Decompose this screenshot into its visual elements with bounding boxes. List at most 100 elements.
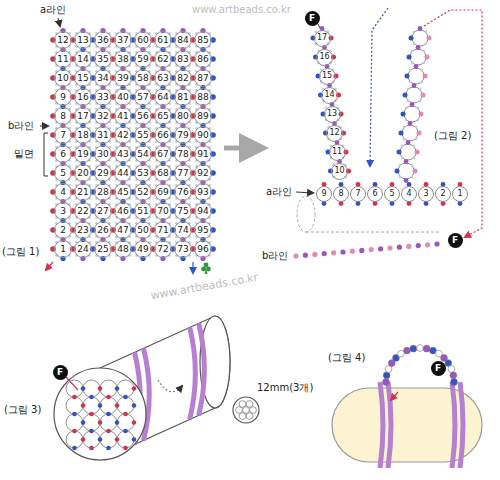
bead xyxy=(128,222,131,225)
bead xyxy=(397,150,402,155)
bead xyxy=(135,197,138,200)
bead-number: 7 xyxy=(60,131,66,140)
line-label: b라인 xyxy=(262,250,288,262)
bead xyxy=(208,216,211,219)
bead xyxy=(168,222,171,225)
bead xyxy=(88,45,91,48)
bead-ring: 17 xyxy=(74,107,92,125)
bead-number: 22 xyxy=(77,207,88,216)
bead xyxy=(403,126,406,129)
bead-ring xyxy=(100,397,117,414)
bead xyxy=(407,88,410,91)
bead xyxy=(68,32,71,35)
bead xyxy=(369,247,374,252)
bead-ring: 53 xyxy=(134,164,152,182)
bead-number: 46 xyxy=(117,207,128,216)
bead xyxy=(208,178,211,181)
bead-ring: 2 xyxy=(435,186,451,202)
bead xyxy=(148,146,151,149)
bead-number: 14 xyxy=(77,55,88,64)
bead-ring: 86 xyxy=(194,50,212,68)
bead-number: 67 xyxy=(157,150,168,159)
bead xyxy=(88,165,91,168)
bead-ring xyxy=(398,163,414,179)
bead xyxy=(95,146,98,149)
bead xyxy=(408,121,413,126)
bead xyxy=(81,403,86,408)
bead-ring xyxy=(408,68,424,84)
bead-ring: 70 xyxy=(154,202,172,220)
bead-ring: 94 xyxy=(194,202,212,220)
bead xyxy=(89,395,94,400)
bead xyxy=(135,159,138,162)
bead-number: 12 xyxy=(57,36,68,45)
bead xyxy=(72,395,77,400)
bead xyxy=(108,235,111,238)
bead xyxy=(108,64,111,67)
bead xyxy=(155,203,158,206)
bead xyxy=(417,107,420,110)
bead xyxy=(135,32,138,35)
bead xyxy=(405,107,408,110)
bead-number: 11 xyxy=(57,55,68,64)
bead xyxy=(208,83,211,86)
bead-ring: 4 xyxy=(401,186,417,202)
bead xyxy=(68,108,71,111)
bead xyxy=(108,159,111,162)
bead xyxy=(155,127,158,130)
bead-ring: 58 xyxy=(134,69,152,87)
bead xyxy=(410,345,417,352)
bead xyxy=(320,69,323,72)
bead xyxy=(188,197,191,200)
bead xyxy=(208,89,211,92)
bead xyxy=(415,138,418,141)
bead xyxy=(168,89,171,92)
bead xyxy=(128,89,131,92)
bead xyxy=(128,184,131,187)
bead xyxy=(148,64,151,67)
bead xyxy=(312,252,317,257)
bead xyxy=(195,45,198,48)
bead xyxy=(135,102,138,105)
bead-number: 16 xyxy=(77,93,88,102)
bead xyxy=(168,121,171,124)
bead xyxy=(148,216,151,219)
bead-ring: 11 xyxy=(54,50,72,68)
bead-ring xyxy=(117,431,134,448)
bead xyxy=(123,429,128,434)
bead xyxy=(115,165,118,168)
bead xyxy=(188,203,191,206)
bead xyxy=(155,178,158,181)
bead xyxy=(88,70,91,73)
bead xyxy=(418,26,423,31)
bead xyxy=(155,146,158,149)
bead xyxy=(188,165,191,168)
bead xyxy=(155,51,158,54)
bead xyxy=(188,32,191,35)
bead xyxy=(148,45,151,48)
bead xyxy=(325,107,328,110)
bead-ring xyxy=(66,414,83,431)
bead xyxy=(115,32,118,35)
bead xyxy=(95,51,98,54)
bead xyxy=(115,127,118,130)
bead-number: 3 xyxy=(60,207,66,216)
bead xyxy=(415,126,418,129)
bead xyxy=(208,70,211,73)
bead-ring: 35 xyxy=(94,50,112,68)
bead xyxy=(188,159,191,162)
bead xyxy=(55,159,58,162)
bead xyxy=(55,222,58,225)
bead-number: 15 xyxy=(77,74,88,83)
bead xyxy=(332,69,335,72)
bead xyxy=(115,254,118,257)
bead-ring: 46 xyxy=(114,202,132,220)
bead-number: 54 xyxy=(137,150,148,159)
bead xyxy=(168,146,171,149)
bead-ring xyxy=(402,125,418,141)
bead xyxy=(108,89,111,92)
bead xyxy=(168,235,171,238)
bead xyxy=(195,70,198,73)
bead-number: 19 xyxy=(77,150,88,159)
bead-number: 90 xyxy=(197,131,208,140)
